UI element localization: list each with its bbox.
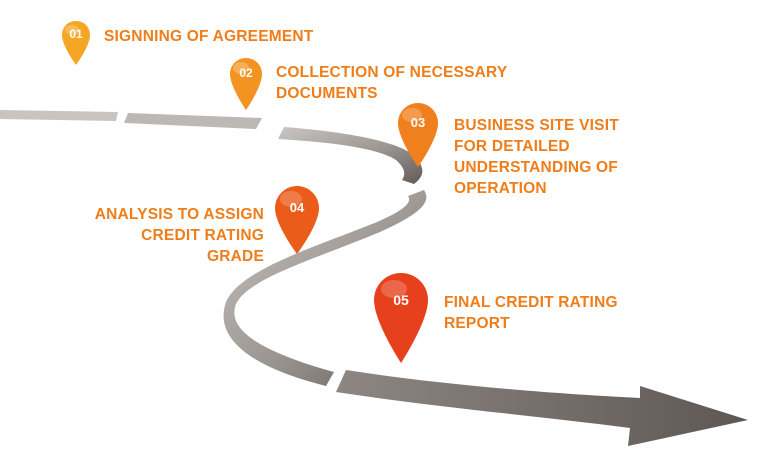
step-5-marker: 05: [372, 272, 430, 364]
step-1-label: SIGNNING OF AGREEMENT: [104, 28, 314, 45]
road-arrow: [336, 370, 748, 446]
step-5-number: 05: [393, 292, 409, 308]
road-segment-2: [124, 113, 262, 129]
road-segment-4: [223, 190, 427, 386]
map-pin-icon: [275, 186, 319, 254]
map-pin-icon: [62, 21, 90, 65]
map-pin-icon: [230, 58, 262, 110]
step-4-number: 04: [289, 200, 305, 215]
map-pin-icon: [374, 273, 428, 363]
step-4-marker: 04: [273, 185, 321, 255]
step-2-label: COLLECTION OF NECESSARY DOCUMENTS: [276, 64, 508, 102]
step-3-marker: 03: [396, 102, 440, 168]
step-2-marker: 02: [228, 57, 264, 111]
step-5-label: FINAL CREDIT RATING REPORT: [444, 294, 618, 332]
step-3-label: BUSINESS SITE VISIT FOR DETAILED UNDERST…: [454, 117, 619, 197]
road-segment-3: [278, 127, 423, 184]
step-1-number: 01: [69, 27, 83, 41]
step-3-number: 03: [410, 115, 426, 130]
step-2-number: 02: [239, 66, 253, 80]
road-segment-1: [0, 110, 118, 121]
step-1-marker: 01: [60, 20, 92, 66]
map-pin-icon: [398, 103, 438, 167]
step-4-label: ANALYSIS TO ASSIGN CREDIT RATING GRADE: [94, 206, 264, 265]
